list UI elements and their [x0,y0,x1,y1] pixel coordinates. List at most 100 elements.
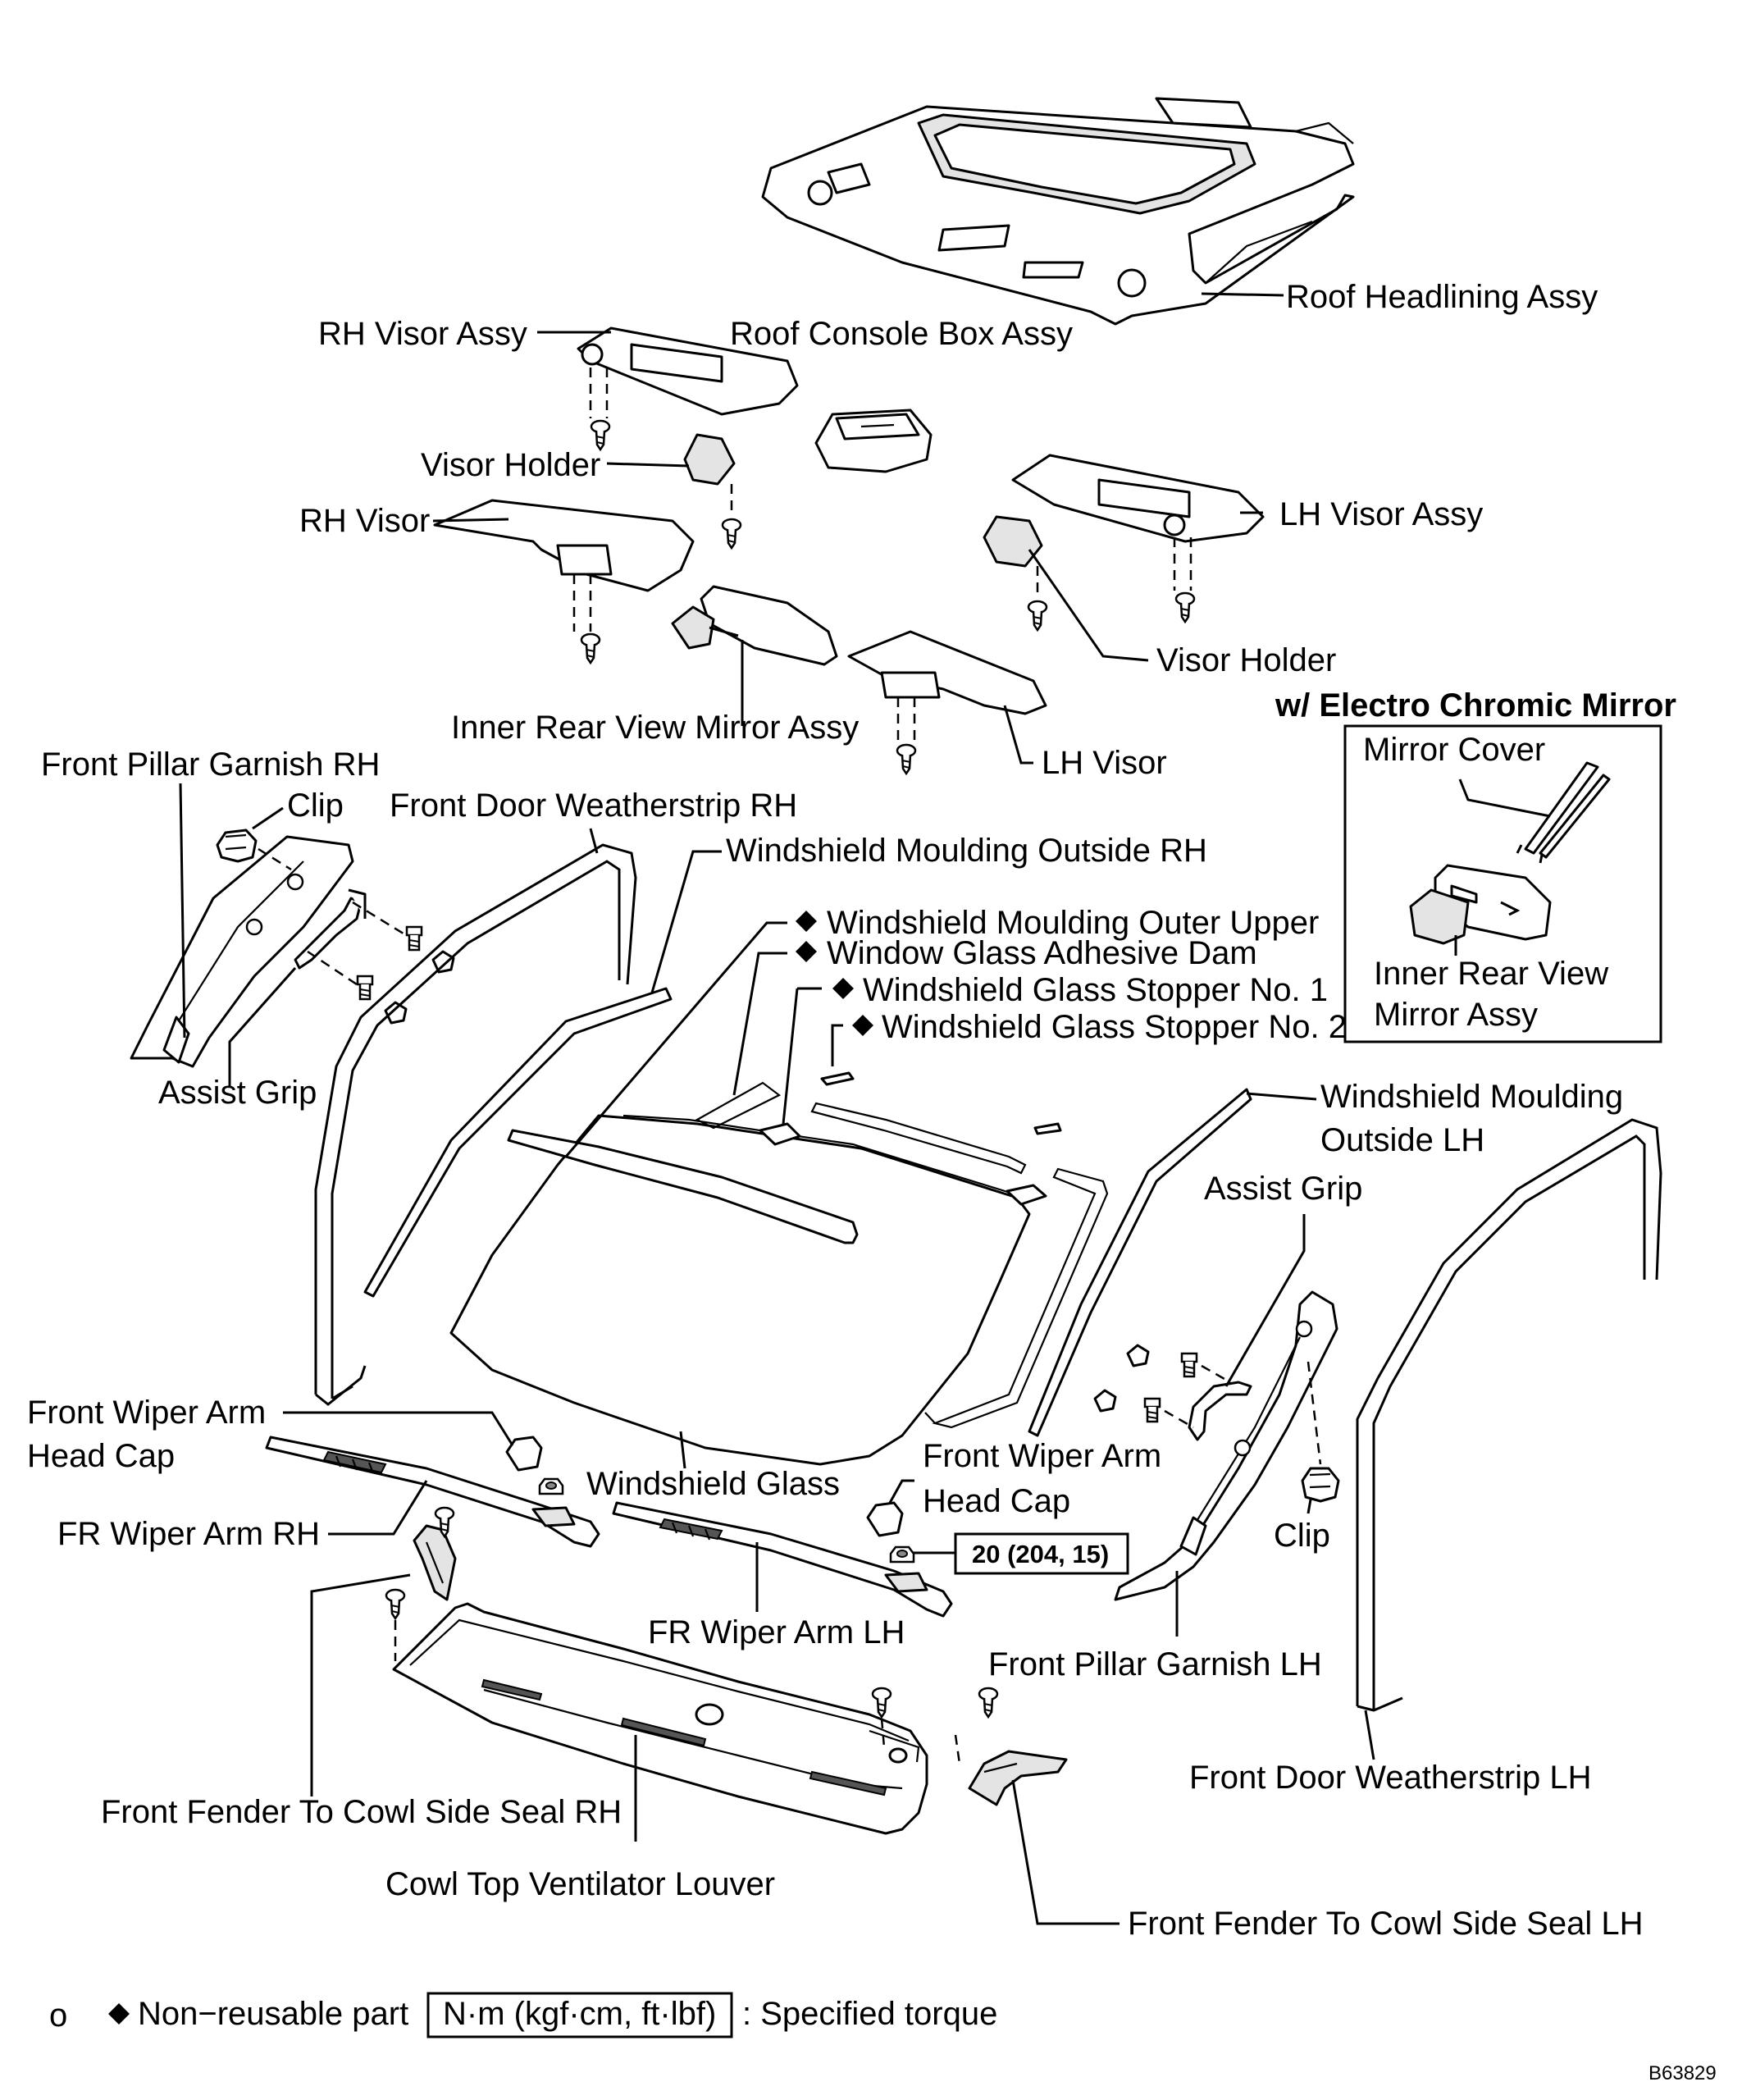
legend-torque-unit: N·m (kgf·cm, ft·lbf) [443,1996,716,2032]
label-cowl-top-ventilator-louver: Cowl Top Ventilator Louver [385,1866,775,1902]
mirror-cover-drawing [1516,761,1611,864]
front-door-weatherstrip-rh-drawing [314,843,637,1406]
label-windshield-glass-stopper-no2: Windshield Glass Stopper No. 2 [882,1009,1347,1045]
label-windshield-moulding-outside-rh: Windshield Moulding Outside RH [726,833,1207,869]
label-front-pillar-garnish-lh: Front Pillar Garnish LH [988,1646,1322,1682]
front-pillar-garnish-rh-drawing [130,835,354,1068]
label-roof-headlining-assy: Roof Headlining Assy [1286,279,1598,315]
leader-cowl-seal-rh [310,1573,411,1796]
wiper-head-cap-lh-drawing [866,1501,915,1564]
clip-lh-drawing [1301,1361,1340,1503]
nonreusable-icon [796,941,817,962]
leader-lh-visor [1003,705,1033,765]
leader-head-cap-rh [283,1411,514,1446]
leader-moulding-outer-upper [564,921,787,1157]
label-visor-holder-rh: Visor Holder [421,447,600,483]
windshield-moulding-outside-lh-drawing [1028,1088,1252,1437]
fr-wiper-arm-rh-drawing [265,1436,600,1548]
label-front-pillar-garnish-rh: Front Pillar Garnish RH [41,746,380,783]
label-lh-visor-assy: LH Visor Assy [1279,496,1483,532]
leader-pillar-garnish-rh [179,783,186,1039]
label-front-wiper-arm-head-cap-rh-2: Head Cap [27,1438,175,1474]
label-assist-grip-lh: Assist Grip [1204,1171,1362,1207]
label-windshield-glass: Windshield Glass [586,1466,840,1502]
label-front-wiper-arm-head-cap-lh-1: Front Wiper Arm [923,1438,1161,1474]
leader-moulding-outside-rh [650,850,722,993]
leader-visor-holder-lh [1028,549,1149,662]
lh-visor-assy-drawing [1011,454,1265,623]
front-door-weatherstrip-lh-drawing [1356,1118,1662,1712]
leader-windshield-glass [679,1431,686,1469]
roof-console-box-drawing [814,409,933,473]
leader-cowl-seal-lh [1011,1779,1120,1925]
label-clip-rh: Clip [287,788,344,824]
leader-adhesive-dam [732,952,787,1096]
front-pillar-garnish-lh-drawing [1114,1290,1338,1601]
legend-torque-box [426,1992,733,2038]
label-lh-visor: LH Visor [1042,745,1167,781]
lh-visor-drawing [847,630,1047,775]
label-front-door-weatherstrip-lh: Front Door Weatherstrip LH [1189,1760,1592,1796]
leader-head-cap-lh [888,1479,914,1504]
legend-nonreusable: Non−reusable part [138,1996,408,2032]
black-diamond-icon [108,2003,130,2025]
windshield-moulding-outer-upper-drawing [507,1129,859,1244]
inset-title: w/ Electro Chromic Mirror [1275,687,1676,724]
label-front-door-weatherstrip-rh: Front Door Weatherstrip RH [390,788,797,824]
label-rh-visor-assy: RH Visor Assy [318,316,527,352]
assist-grip-lh-drawing [1093,1344,1252,1441]
label-windshield-glass-stopper-no1: Windshield Glass Stopper No. 1 [863,972,1328,1008]
visor-holder-lh-drawing [983,515,1048,632]
leader-clip-lh [1306,1499,1312,1514]
leader-rh-visor [432,518,509,523]
label-fr-wiper-arm-lh: FR Wiper Arm LH [648,1614,905,1650]
leader-visor-holder-rh [606,462,690,468]
leader-assist-grip-lh [1224,1214,1306,1387]
inset-mirror-drawing [1409,864,1552,945]
label-inner-rear-view-mirror-assy: Inner Rear View Mirror Assy [451,710,859,746]
roof-headlining-drawing [761,97,1355,326]
cowl-side-seal-rh-drawing [385,1506,457,1661]
torque-box [954,1532,1129,1575]
leader-fr-wiper-arm-rh [328,1480,428,1536]
label-inset-mirror-2: Mirror Assy [1374,997,1538,1033]
label-fr-wiper-arm-rh: FR Wiper Arm RH [57,1516,320,1552]
leader-clip-rh [252,806,284,830]
label-window-glass-adhesive-dam: Window Glass Adhesive Dam [827,935,1257,971]
legend-prefix: o [49,1997,67,2034]
leader-stopper-no2 [831,1024,843,1066]
fr-wiper-arm-lh-drawing [612,1501,953,1618]
rh-visor-drawing [433,499,695,664]
label-front-wiper-arm-head-cap-lh-2: Head Cap [923,1483,1070,1519]
nonreusable-icon [832,978,854,999]
leader-assist-grip-rh [228,967,297,1087]
nonreusable-icon [796,911,817,932]
leader-moulding-outside-lh [1246,1092,1317,1101]
label-visor-holder-lh: Visor Holder [1156,642,1336,678]
nonreusable-icon [852,1015,873,1036]
leader-mirror-cover [1458,778,1551,818]
label-clip-lh: Clip [1274,1518,1330,1554]
leader-stopper-no1 [782,988,799,1125]
clip-rh-drawing [216,829,292,871]
label-front-fender-to-cowl-side-seal-lh: Front Fender To Cowl Side Seal LH [1128,1906,1643,1942]
legend-torque-desc: : Specified torque [742,1996,997,2032]
windshield-glass-stopper-drawing [759,1071,1062,1206]
label-rh-visor: RH Visor [299,503,430,539]
windshield-glass-drawing [449,1114,1031,1466]
label-front-fender-to-cowl-side-seal-rh: Front Fender To Cowl Side Seal RH [101,1794,622,1830]
leader-roof-headlining [1201,292,1284,297]
leader-door-weatherstrip-lh [1364,1710,1375,1760]
torque-value: 20 (204, 15) [972,1540,1109,1568]
cowl-top-ventilator-louver-drawing [392,1602,999,1835]
leader-door-weatherstrip-rh [589,828,599,854]
label-windshield-moulding-outer-upper: Windshield Moulding Outer Upper [827,905,1319,941]
wiper-head-cap-rh-drawing [505,1436,564,1495]
window-glass-adhesive-dam-drawing [695,1081,1109,1429]
label-roof-console-box-assy: Roof Console Box Assy [730,316,1073,352]
label-windshield-moulding-outside-lh-2: Outside LH [1320,1122,1484,1158]
rh-visor-assy-drawing [577,326,799,451]
cowl-side-seal-lh-drawing [968,1750,1068,1806]
label-assist-grip-rh: Assist Grip [158,1075,317,1111]
